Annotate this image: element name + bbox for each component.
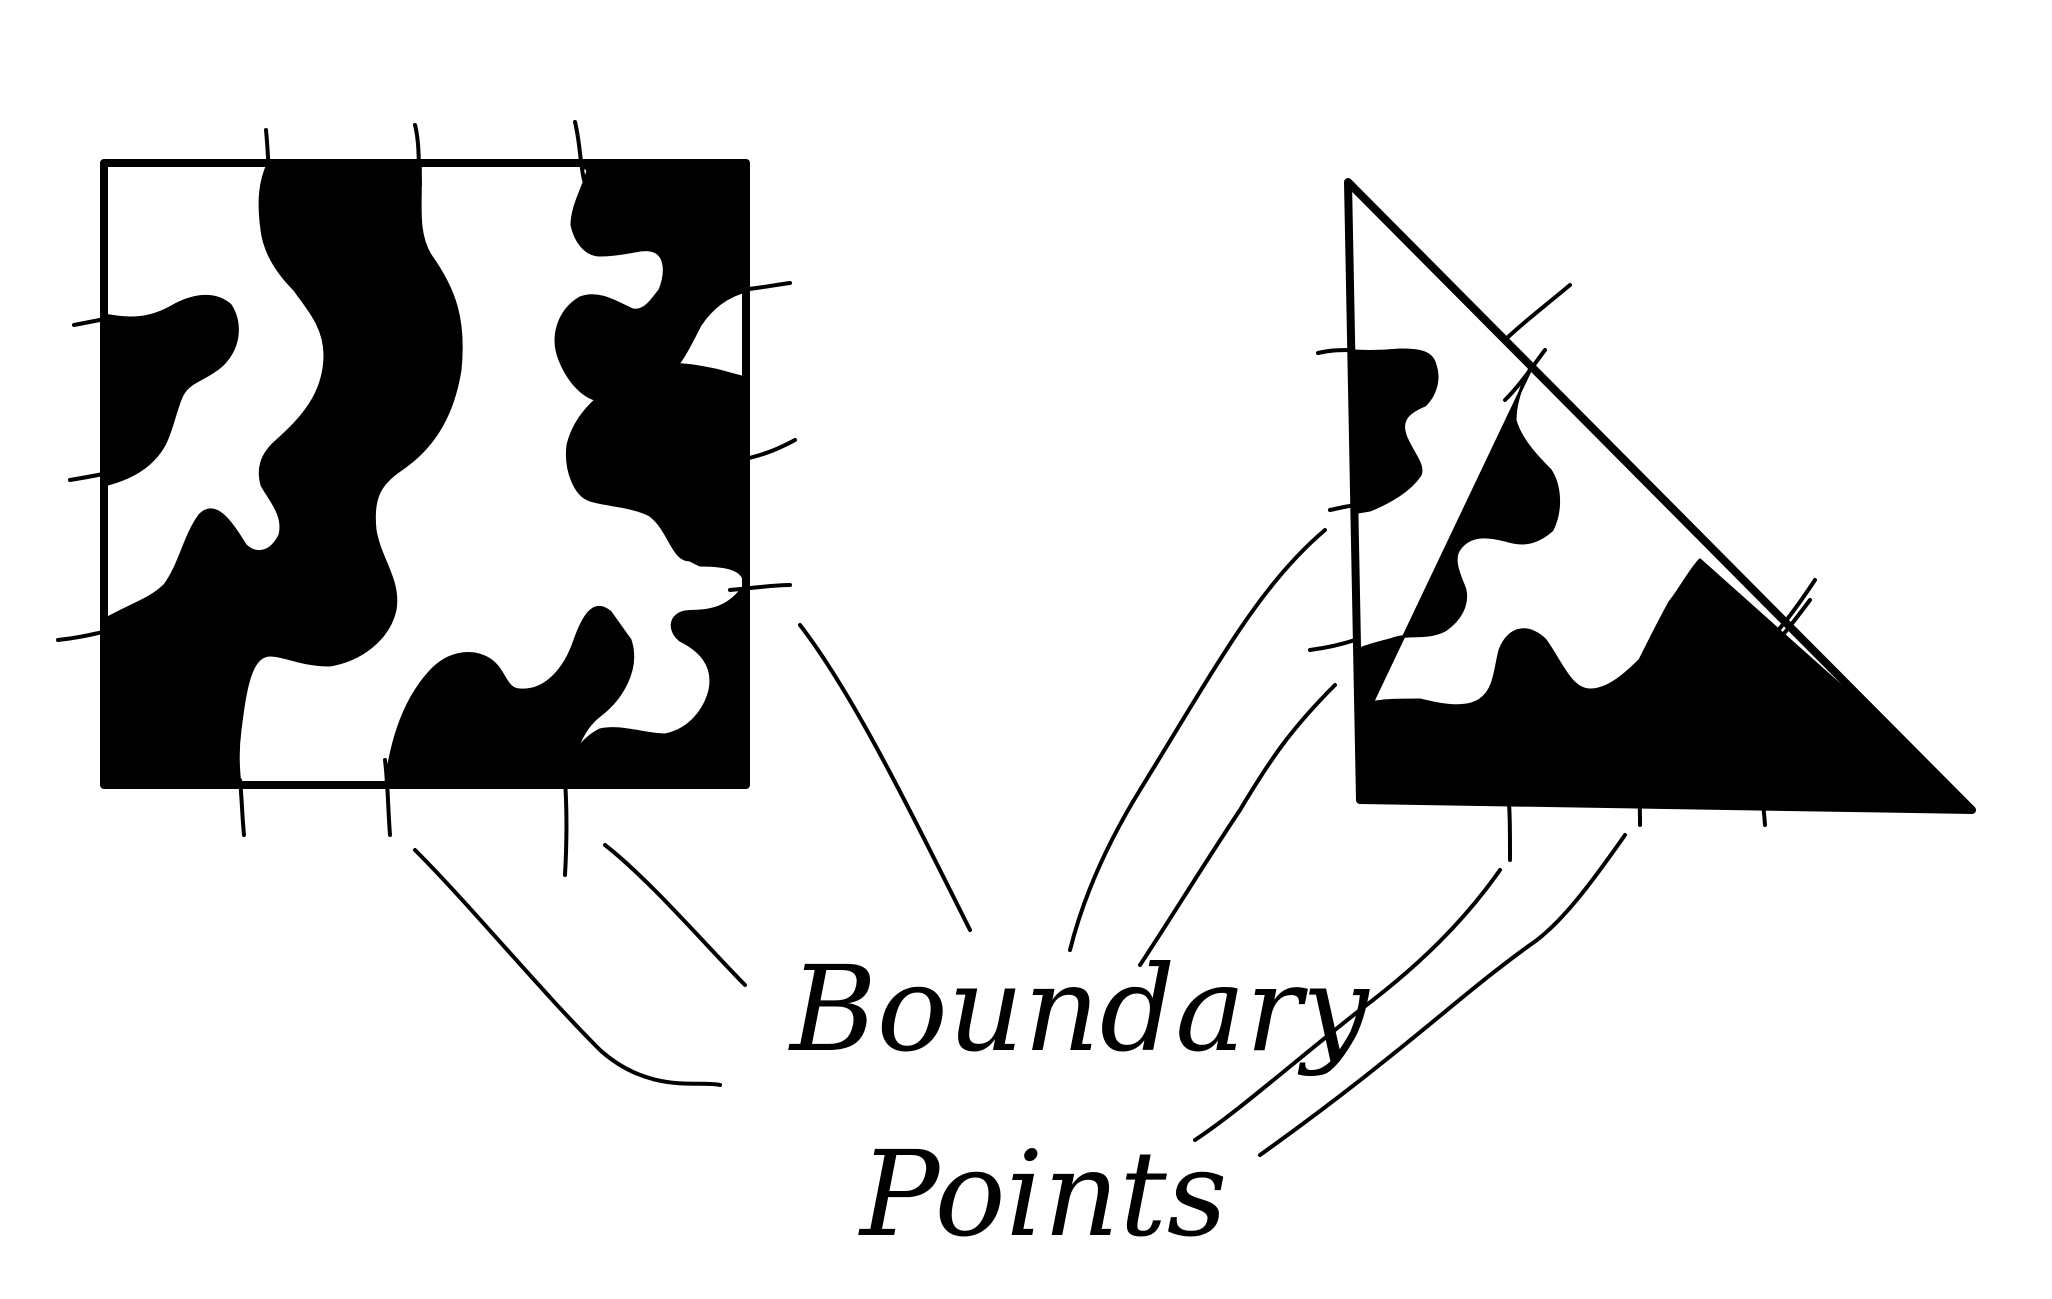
triangle-boundary-ticks [1308,283,1817,862]
pointer-lines [413,528,1627,1157]
triangle-shaded-region [1348,348,1972,808]
label-line-1: Boundary [788,940,1370,1078]
square-boundary-ticks [56,120,797,877]
triangle-figure [1308,178,1976,862]
square-shaded-region [104,163,746,785]
boundary-points-label: Boundary Points [788,940,1370,1263]
label-line-2: Points [858,1125,1227,1263]
square-figure [56,120,797,877]
